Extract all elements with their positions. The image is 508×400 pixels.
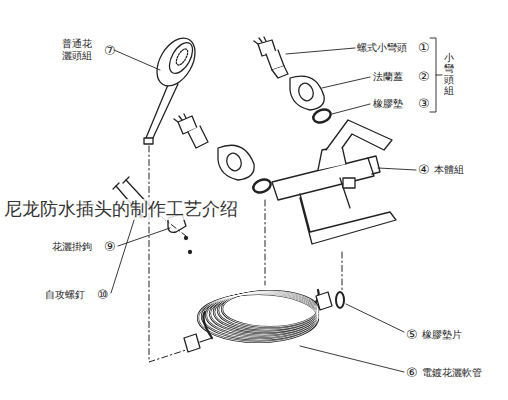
flange-cover-2 [218, 145, 254, 180]
callout-number: ⑦ [104, 44, 116, 57]
hose-coil [198, 290, 319, 342]
rubber-ring-2 [251, 177, 272, 194]
callout-number: ⑤ [406, 328, 418, 341]
part-name: 自攻螺釘 [45, 289, 85, 301]
callout-number: ④ [418, 163, 430, 176]
hose-nut [184, 292, 332, 352]
rubber-ring [311, 107, 332, 124]
watermark: 尼龙防水插头的制作工艺介绍 [2, 199, 240, 220]
small-elbow [254, 37, 288, 78]
washer [336, 292, 344, 308]
shower-head [144, 31, 203, 144]
small-elbow-2 [174, 114, 208, 148]
flange-cover [290, 76, 324, 110]
part-name: 花灑掛鉤 [52, 241, 92, 253]
part-name: 橡膠墊 [373, 98, 403, 110]
part-name: 橡膠墊片 [422, 329, 462, 341]
callout-number: ⑨ [104, 240, 116, 253]
callout-number: ⑩ [97, 288, 109, 301]
callout-number: ③ [418, 97, 430, 110]
part-name: 法蘭蓋 [373, 71, 403, 83]
part-name: 電鍍花灑軟管 [422, 367, 482, 379]
part-name: 螺式小彎頭 [357, 42, 407, 54]
group-name: 小彎頭組 [444, 52, 454, 96]
callout-number: ⑥ [406, 366, 418, 379]
part-name: 普通花灑頭組 [62, 38, 96, 61]
callout-number: ② [418, 70, 430, 83]
hook [168, 214, 192, 254]
faucet-body [272, 120, 396, 244]
part-name: 本體組 [434, 164, 464, 176]
callout-number: ① [418, 41, 430, 54]
